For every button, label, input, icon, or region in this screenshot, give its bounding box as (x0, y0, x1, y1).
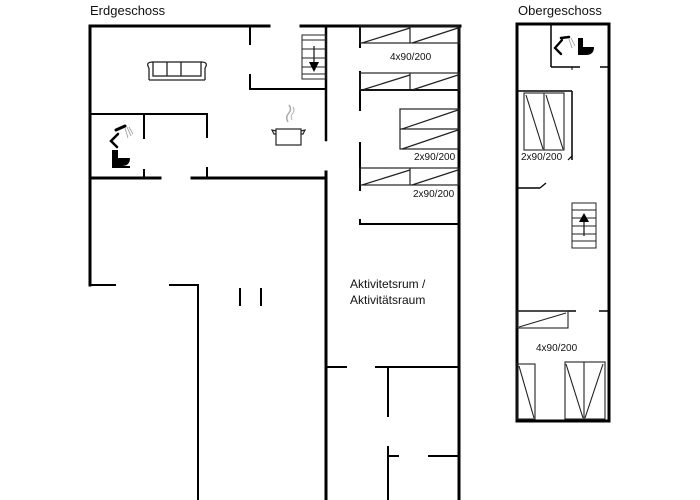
bed-label: 2x90/200 (413, 189, 455, 200)
upper-floor-title: Obergeschoss (518, 3, 602, 18)
activity-room-label-line2: Aktivitätsraum (350, 293, 426, 307)
bed-label: 4x90/200 (390, 52, 432, 63)
toilet-icon (112, 150, 130, 168)
bed-label: 4x90/200 (536, 343, 578, 354)
stairs-down-icon (301, 34, 327, 80)
activity-room-label-line1: Aktivitetsrum / (350, 277, 426, 291)
upper-toilet-icon (578, 38, 594, 55)
sofa-icon (147, 61, 207, 81)
ground-floor-walls (88, 24, 462, 500)
ground-floor-beds (359, 25, 460, 186)
shower-icon (109, 124, 134, 149)
stairs-up-icon (571, 202, 597, 249)
upper-floor-walls (515, 22, 611, 423)
bed-label: 2x90/200 (521, 152, 563, 163)
bed-label: 2x90/200 (414, 152, 456, 163)
cooking-pot-icon (270, 104, 307, 146)
upper-shower-icon (553, 35, 576, 56)
upper-floor-beds (516, 92, 606, 420)
ground-floor-title: Erdgeschoss (90, 3, 166, 18)
